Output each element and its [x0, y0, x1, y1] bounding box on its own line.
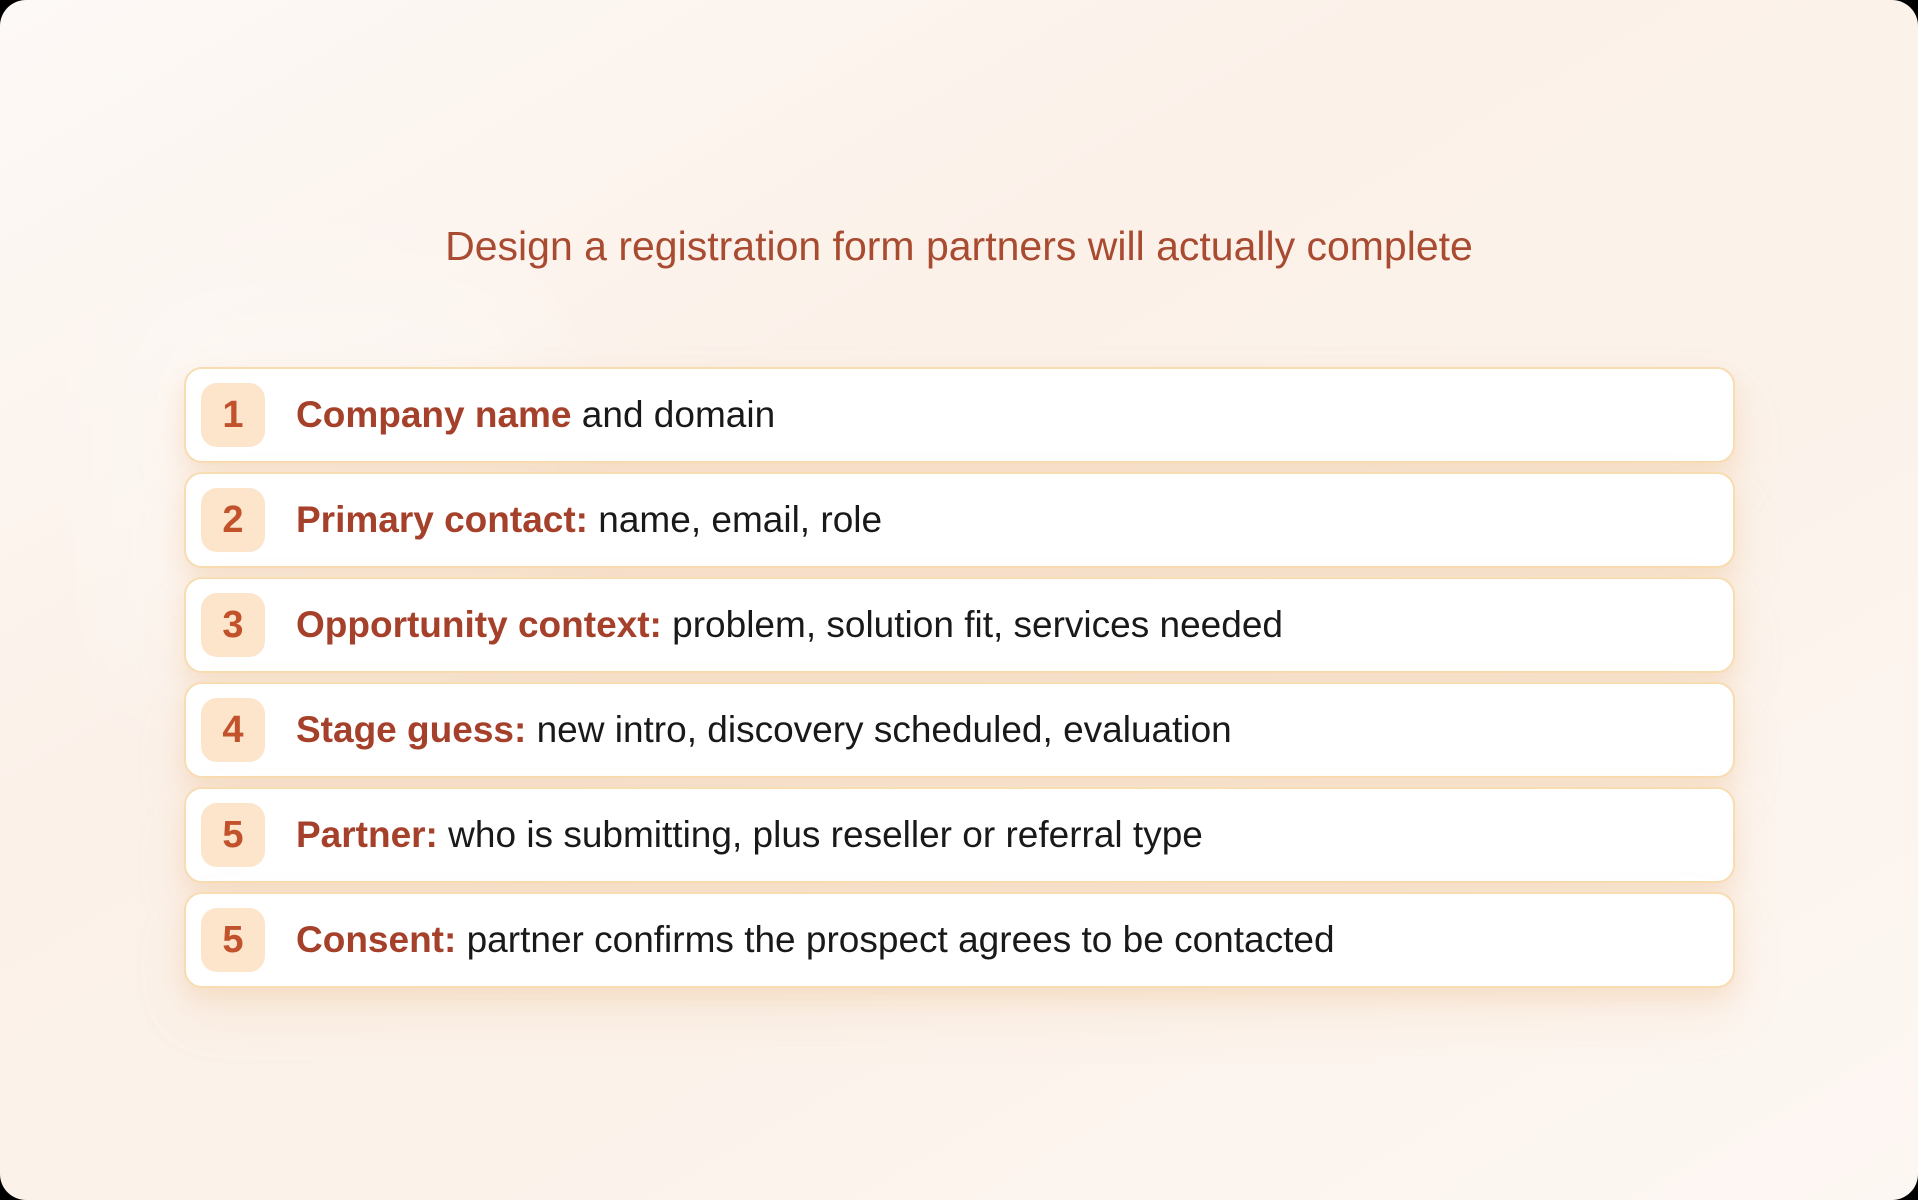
step-lead-text: Primary contact:: [296, 499, 588, 540]
step-text: Consent: partner confirms the prospect a…: [296, 919, 1335, 961]
step-number-badge: 5: [201, 908, 265, 972]
list-item: 5 Partner: who is submitting, plus resell…: [184, 787, 1735, 883]
step-lead-text: Company name: [296, 394, 572, 435]
step-number-badge: 2: [201, 488, 265, 552]
step-lead-text: Stage guess:: [296, 709, 527, 750]
page-title: Design a registration form partners will…: [445, 223, 1473, 270]
step-rest-text: name, email, role: [588, 499, 883, 540]
list-item: 3 Opportunity context: problem, solution …: [184, 577, 1735, 673]
step-lead-text: Partner:: [296, 814, 438, 855]
step-rest-text: new intro, discovery scheduled, evaluati…: [526, 709, 1232, 750]
list-item: 1 Company name and domain: [184, 367, 1735, 463]
step-rest-text: and domain: [571, 394, 776, 435]
step-lead-text: Opportunity context:: [296, 604, 662, 645]
list-item: 2 Primary contact: name, email, role: [184, 472, 1735, 568]
step-text: Company name and domain: [296, 394, 775, 436]
step-number-badge: 5: [201, 803, 265, 867]
step-text: Primary contact: name, email, role: [296, 499, 882, 541]
step-number-badge: 1: [201, 383, 265, 447]
list-item: 5 Consent: partner confirms the prospect …: [184, 892, 1735, 988]
list-item: 4 Stage guess: new intro, discovery sched…: [184, 682, 1735, 778]
step-text: Partner: who is submitting, plus reselle…: [296, 814, 1203, 856]
step-text: Stage guess: new intro, discovery schedu…: [296, 709, 1232, 751]
step-number-badge: 3: [201, 593, 265, 657]
steps-list: 1 Company name and domain 2 Primary contact…: [184, 367, 1735, 988]
step-lead-text: Consent:: [296, 919, 457, 960]
step-number-badge: 4: [201, 698, 265, 762]
step-rest-text: who is submitting, plus reseller or refe…: [437, 814, 1203, 855]
step-text: Opportunity context: problem, solution f…: [296, 604, 1283, 646]
step-rest-text: problem, solution fit, services needed: [661, 604, 1283, 645]
step-rest-text: partner confirms the prospect agrees to …: [456, 919, 1335, 960]
